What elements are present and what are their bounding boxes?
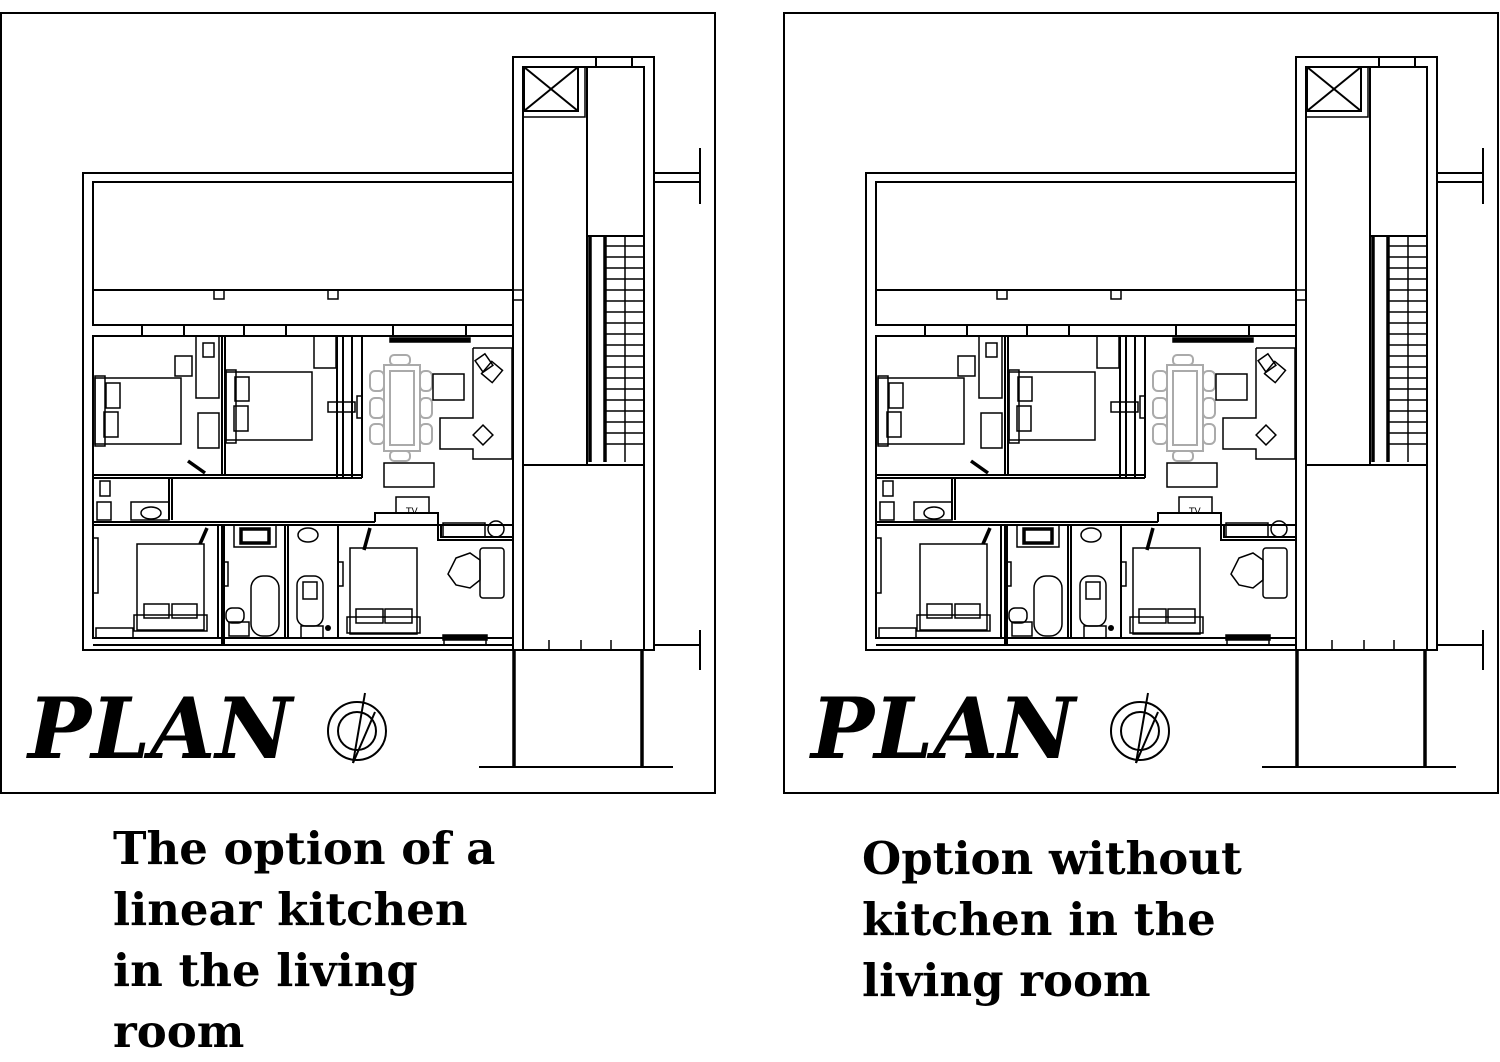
plan-title-left: PLAN xyxy=(26,679,295,778)
caption-line: room xyxy=(113,1005,245,1058)
caption-line: Option without xyxy=(862,832,1242,885)
caption-left: The option of a linear kitchen in the li… xyxy=(113,818,495,1062)
caption-line: in the living xyxy=(113,944,418,997)
plan-linear-kitchen xyxy=(0,11,717,795)
caption-line: The option of a xyxy=(113,822,496,875)
caption-line: linear kitchen xyxy=(113,883,468,936)
plan-title-right: PLAN xyxy=(809,679,1078,778)
caption-line: living room xyxy=(862,954,1151,1007)
plan-without-kitchen xyxy=(782,11,1500,795)
caption-right: Option without kitchen in the living roo… xyxy=(862,828,1242,1011)
caption-line: kitchen in the xyxy=(862,893,1216,946)
